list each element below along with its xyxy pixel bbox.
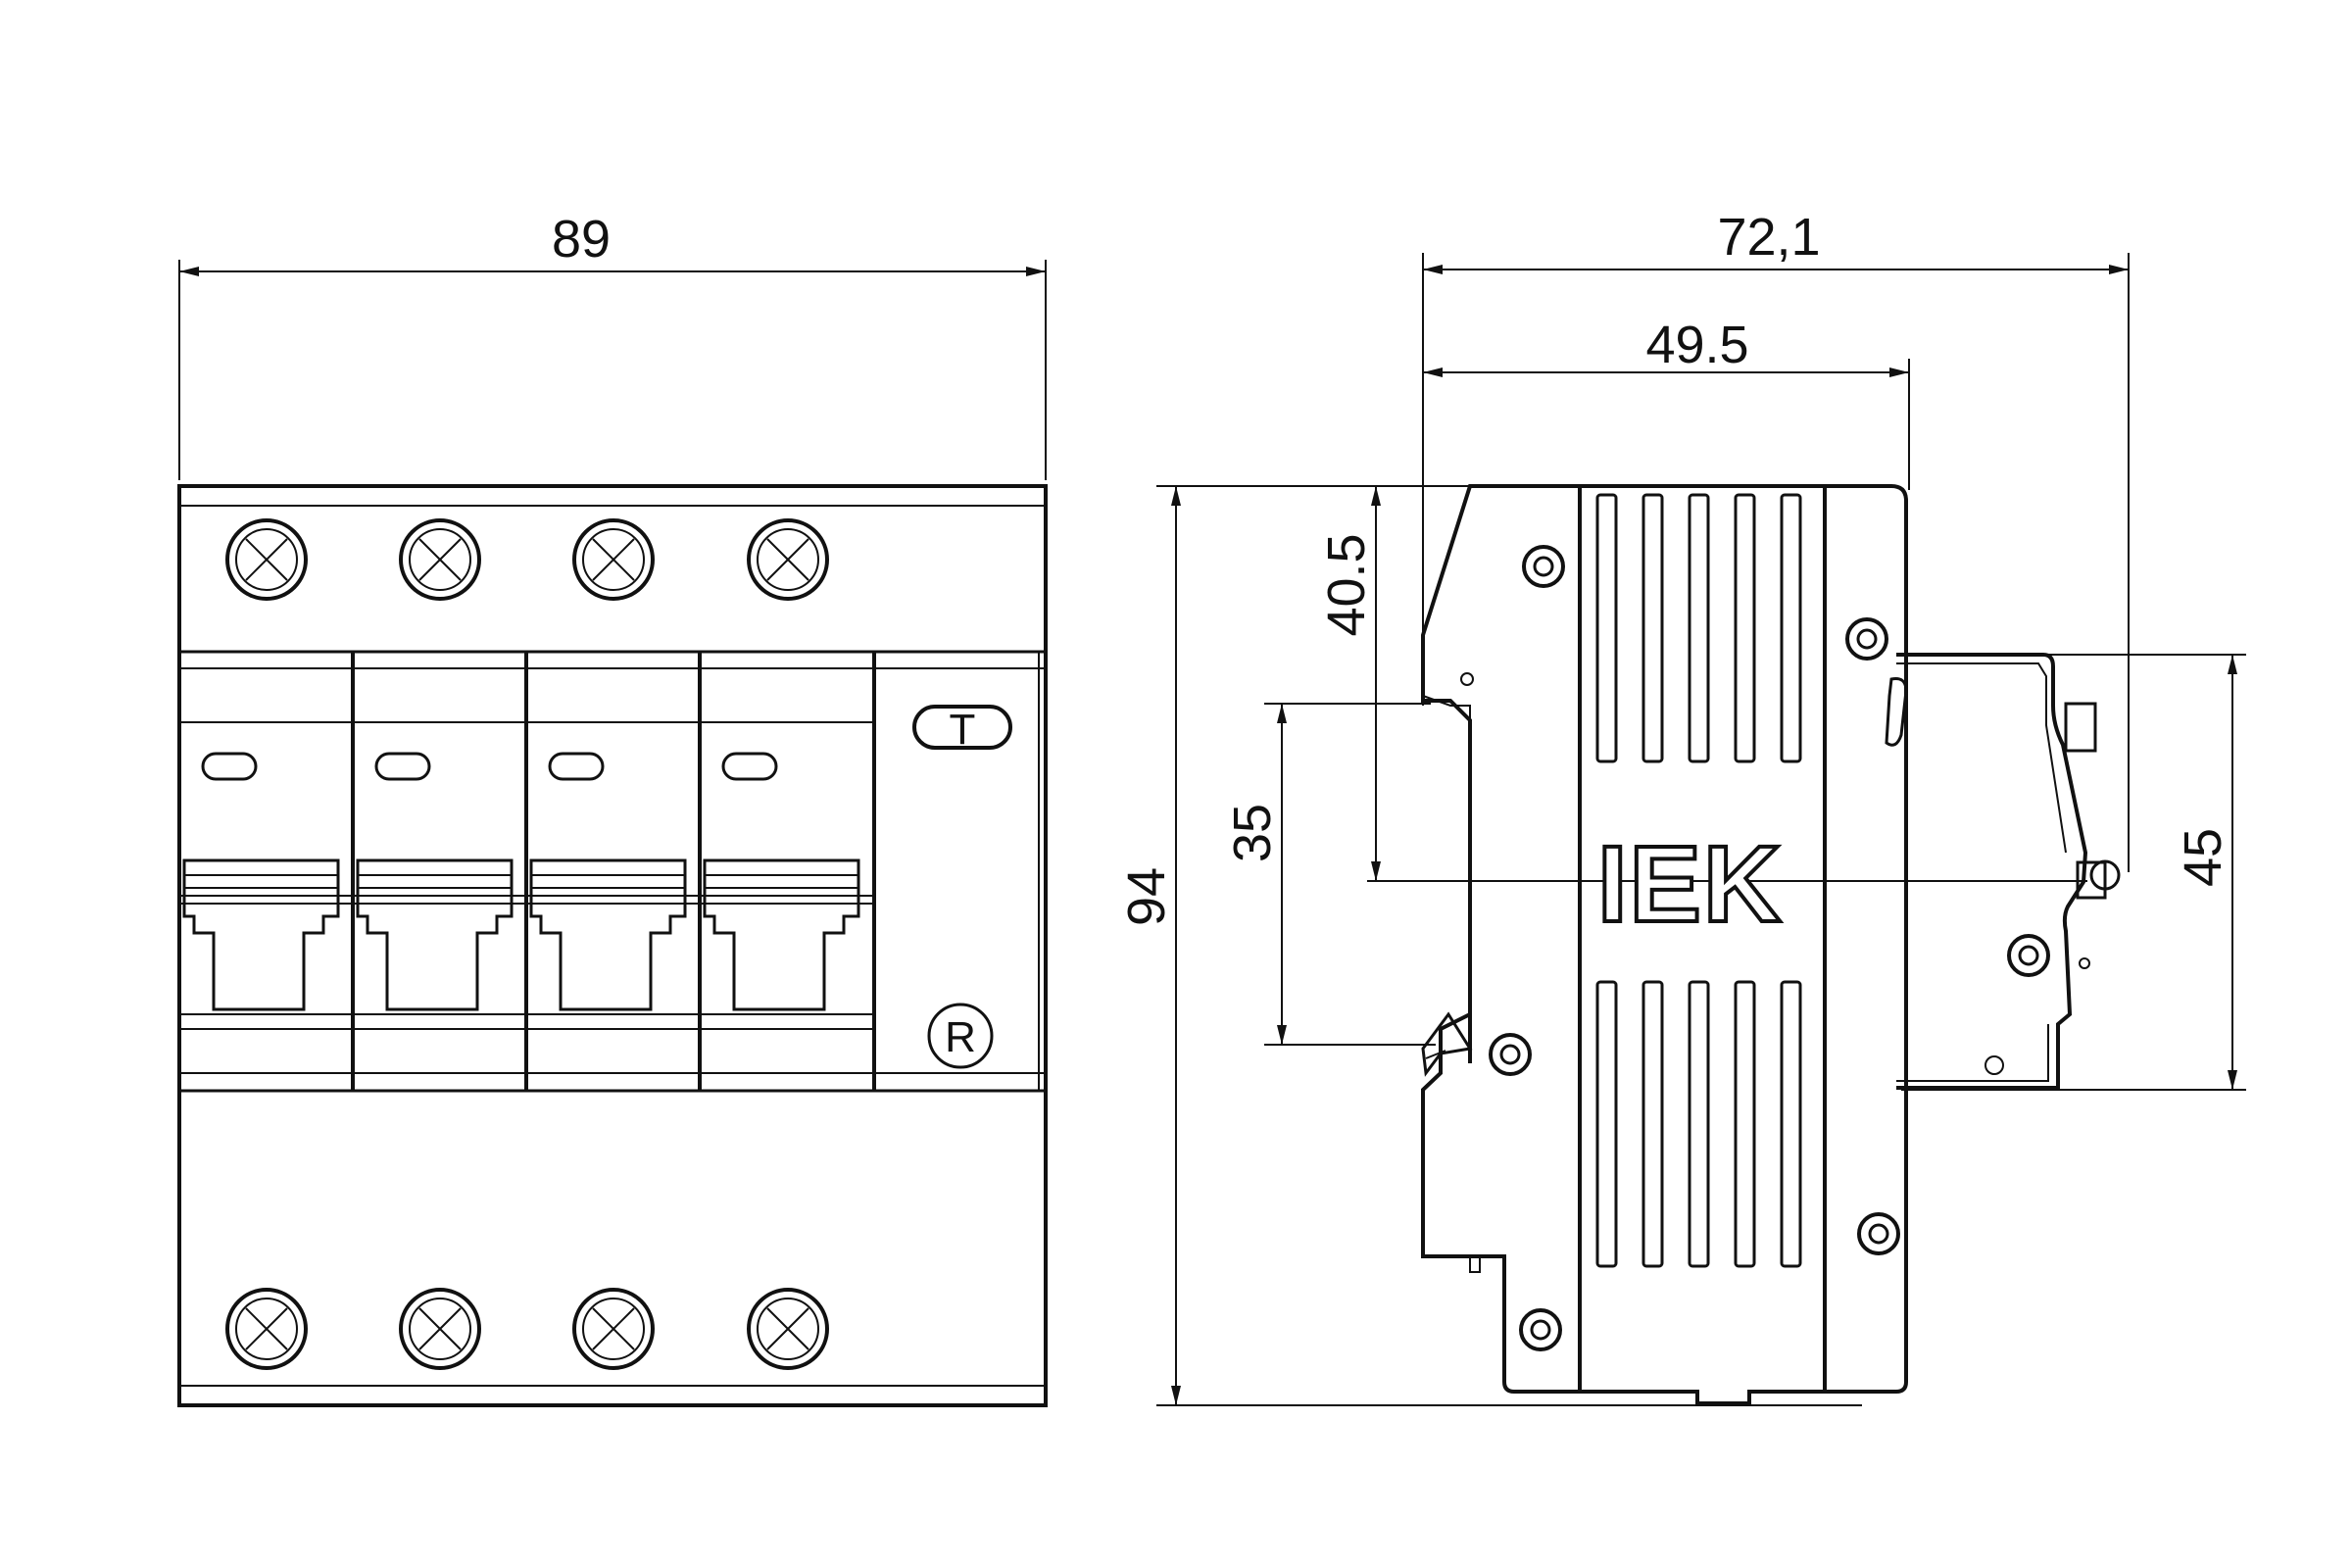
brand-logo: IEK <box>1597 824 1783 945</box>
indicator-window <box>374 752 431 781</box>
screw-icon <box>1489 1033 1532 1076</box>
indicator-window <box>548 752 605 781</box>
dimension-49-5-label: 49.5 <box>1645 316 1748 374</box>
screw-icon <box>1522 545 1565 588</box>
front-housing <box>177 484 1048 1407</box>
terminal-screw-icon <box>399 1288 481 1370</box>
front-cover <box>1896 653 2121 1090</box>
front-view: 89 <box>177 210 1048 1407</box>
terminal-screw-icon <box>225 1288 308 1370</box>
registered-mark-icon: R <box>927 1003 994 1069</box>
dimension-35-label: 35 <box>1223 804 1282 862</box>
toggle-lever <box>703 858 860 1011</box>
toggle-levers <box>179 858 874 1011</box>
indicator-windows <box>201 752 778 781</box>
top-terminals <box>225 518 829 601</box>
dimension-89: 89 <box>178 210 1047 480</box>
test-button: T <box>912 705 1012 754</box>
dimension-40-5-label: 40.5 <box>1317 533 1376 636</box>
screw-icon <box>1845 617 1888 661</box>
terminal-screw-icon <box>225 518 308 601</box>
indicator-window <box>721 752 778 781</box>
side-screws <box>1489 545 2050 1351</box>
lever-slot <box>1885 677 1908 747</box>
terminal-screw-icon <box>572 1288 655 1370</box>
dimension-45-label: 45 <box>2174 828 2232 887</box>
dimension-94-label: 94 <box>1117 867 1176 926</box>
bottom-terminals <box>225 1288 829 1370</box>
dimension-89-label: 89 <box>552 210 611 269</box>
screw-icon <box>1857 1212 1900 1255</box>
indicator-window <box>201 752 258 781</box>
toggle-lever <box>529 858 687 1011</box>
toggle-lever <box>356 858 514 1011</box>
dimension-40-5: 40.5 <box>1317 486 2087 882</box>
dimension-45: 45 <box>1901 654 2246 1091</box>
ribbed-section <box>1578 486 1827 1392</box>
dimension-49-5: 49.5 <box>1423 316 1910 490</box>
screw-icon <box>1519 1308 1562 1351</box>
dimension-72-1: 72,1 <box>1422 208 2130 872</box>
dimension-35: 35 <box>1223 703 1436 1046</box>
side-view: 72,1 49.5 94 40.5 35 <box>1117 208 2246 1406</box>
terminal-screw-icon <box>747 1288 829 1370</box>
terminal-screw-icon <box>747 518 829 601</box>
pole-modules <box>179 652 1040 1091</box>
toggle-lever <box>182 858 340 1011</box>
screw-icon <box>2007 934 2050 977</box>
registered-mark-label: R <box>945 1013 976 1061</box>
rail-latch <box>1421 1011 1473 1077</box>
test-button-label: T <box>950 706 976 754</box>
side-body-outline <box>1421 484 1908 1405</box>
terminal-screw-icon <box>399 518 481 601</box>
dimension-72-1-label: 72,1 <box>1717 208 1820 267</box>
terminal-screw-icon <box>572 518 655 601</box>
